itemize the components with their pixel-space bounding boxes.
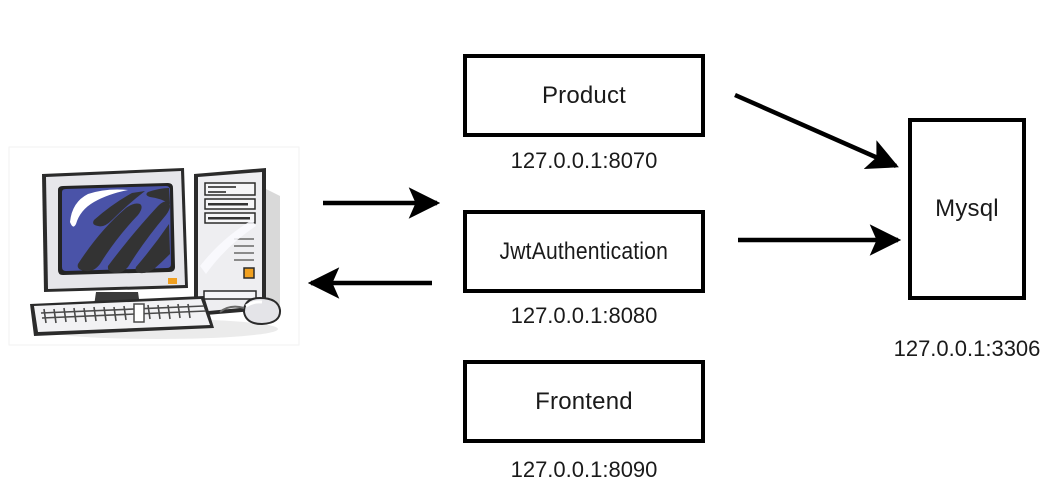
tower-vents — [234, 238, 254, 261]
arrow-product-to-mysql — [734, 92, 899, 169]
port-label-jwt-authentication: 127.0.0.1:8080 — [510, 303, 658, 328]
node-label-jwt-authentication: JwtAuthentication — [499, 237, 669, 265]
node-box-frontend[interactable]: Frontend — [463, 360, 705, 443]
mouse-body — [242, 296, 282, 326]
keyboard-gap — [133, 303, 145, 323]
port-label-frontend: 127.0.0.1:8090 — [510, 457, 658, 482]
computer-clipart-svg — [8, 146, 300, 346]
screen-highlight — [70, 189, 128, 227]
tower-gloss — [200, 220, 256, 274]
port-label-product: 127.0.0.1:8070 — [510, 148, 658, 173]
node-label-frontend: Frontend — [535, 387, 633, 415]
tower-power-led — [243, 267, 255, 279]
screen-scribble — [77, 188, 170, 274]
node-box-jwt-authentication[interactable]: JwtAuthentication — [463, 210, 705, 293]
mouse-highlight — [245, 300, 263, 308]
node-label-mysql: Mysql — [935, 195, 999, 222]
node-label-product: Product — [541, 81, 627, 109]
client-computer-illustration — [8, 146, 300, 346]
port-label-mysql: 127.0.0.1:3306 — [893, 336, 1041, 361]
mouse-cord — [219, 305, 245, 313]
monitor-power-led — [168, 278, 177, 284]
tower-bottom-slot — [203, 290, 257, 300]
node-box-mysql[interactable]: Mysql — [908, 118, 1026, 300]
tower-drive-bays — [204, 182, 256, 224]
node-box-product[interactable]: Product — [463, 54, 705, 137]
